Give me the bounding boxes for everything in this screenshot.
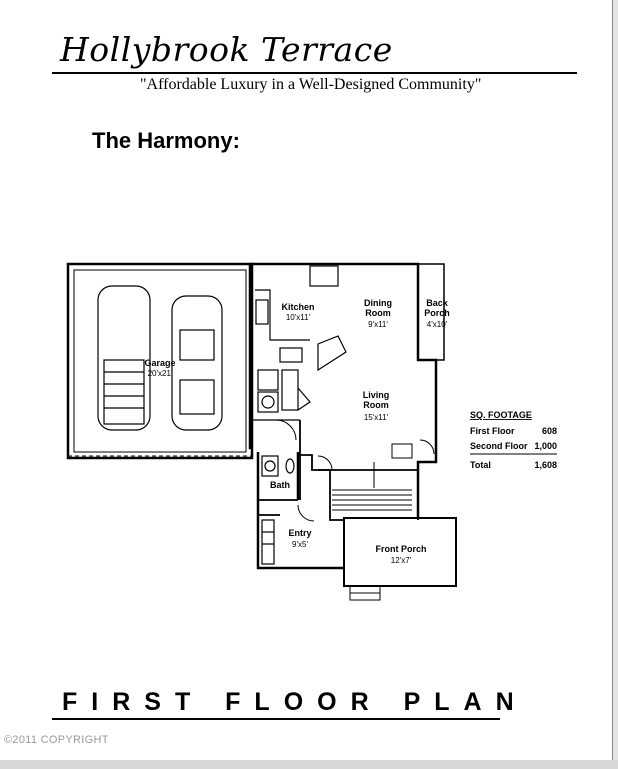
kitchen-label: Kitchen: [281, 302, 314, 312]
sq-total-label: Total: [470, 460, 491, 470]
sq-row-value: 1,000: [534, 441, 557, 451]
entry-size: 9'x5': [292, 540, 308, 549]
back-porch-label-line1: Back: [426, 298, 449, 308]
living-label-line1: Living: [363, 390, 390, 400]
footer-rule: [52, 718, 500, 720]
stairs-icon: [332, 443, 413, 511]
dining-label-line1: Dining: [364, 298, 392, 308]
back-porch-label-line2: Porch: [424, 308, 450, 318]
front-porch-size: 12'x7': [391, 556, 412, 565]
garage-label: Garage: [144, 358, 175, 368]
living-size: 15'x11': [364, 413, 389, 422]
exterior-walls: [66, 262, 445, 570]
sq-row-value: 608: [542, 426, 557, 436]
sq-row-label: Second Floor: [470, 441, 528, 451]
copyright-watermark: ©2011 COPYRIGHT: [4, 734, 109, 746]
brand-name: Hollybrook Terrace: [60, 30, 393, 69]
garage-size: 20'x21': [148, 369, 173, 378]
header-rule: [52, 72, 577, 74]
interior-walls: [258, 420, 419, 521]
sq-footage-table: SQ. FOOTAGE First Floor 608 Second Floor…: [470, 410, 557, 470]
living-label-line2: Room: [363, 400, 389, 410]
sq-footage-heading: SQ. FOOTAGE: [470, 410, 532, 420]
dining-size: 9'x11': [368, 320, 388, 329]
laundry-fixtures: [252, 369, 311, 421]
floor-plan-title: FIRST FLOOR PLAN: [62, 688, 528, 716]
sq-total-value: 1,608: [534, 460, 557, 470]
kitchen-counters: [255, 265, 347, 372]
dining-label-line2: Room: [365, 308, 391, 318]
front-porch-label: Front Porch: [376, 544, 427, 554]
back-porch-size: 4'x10': [427, 320, 448, 329]
sq-row-label: First Floor: [470, 426, 515, 436]
bath-label: Bath: [270, 480, 290, 490]
bottom-strip: [0, 760, 618, 769]
page-edge: [612, 0, 618, 760]
kitchen-size: 10'x11': [286, 313, 311, 322]
cars-icon: [97, 285, 223, 431]
door-swings: [275, 419, 435, 522]
tagline: "Affordable Luxury in a Well-Designed Co…: [140, 76, 482, 93]
bath-fixtures: [261, 455, 295, 565]
front-porch-outline: [343, 517, 457, 601]
model-title: The Harmony:: [92, 128, 240, 153]
entry-label: Entry: [288, 528, 311, 538]
